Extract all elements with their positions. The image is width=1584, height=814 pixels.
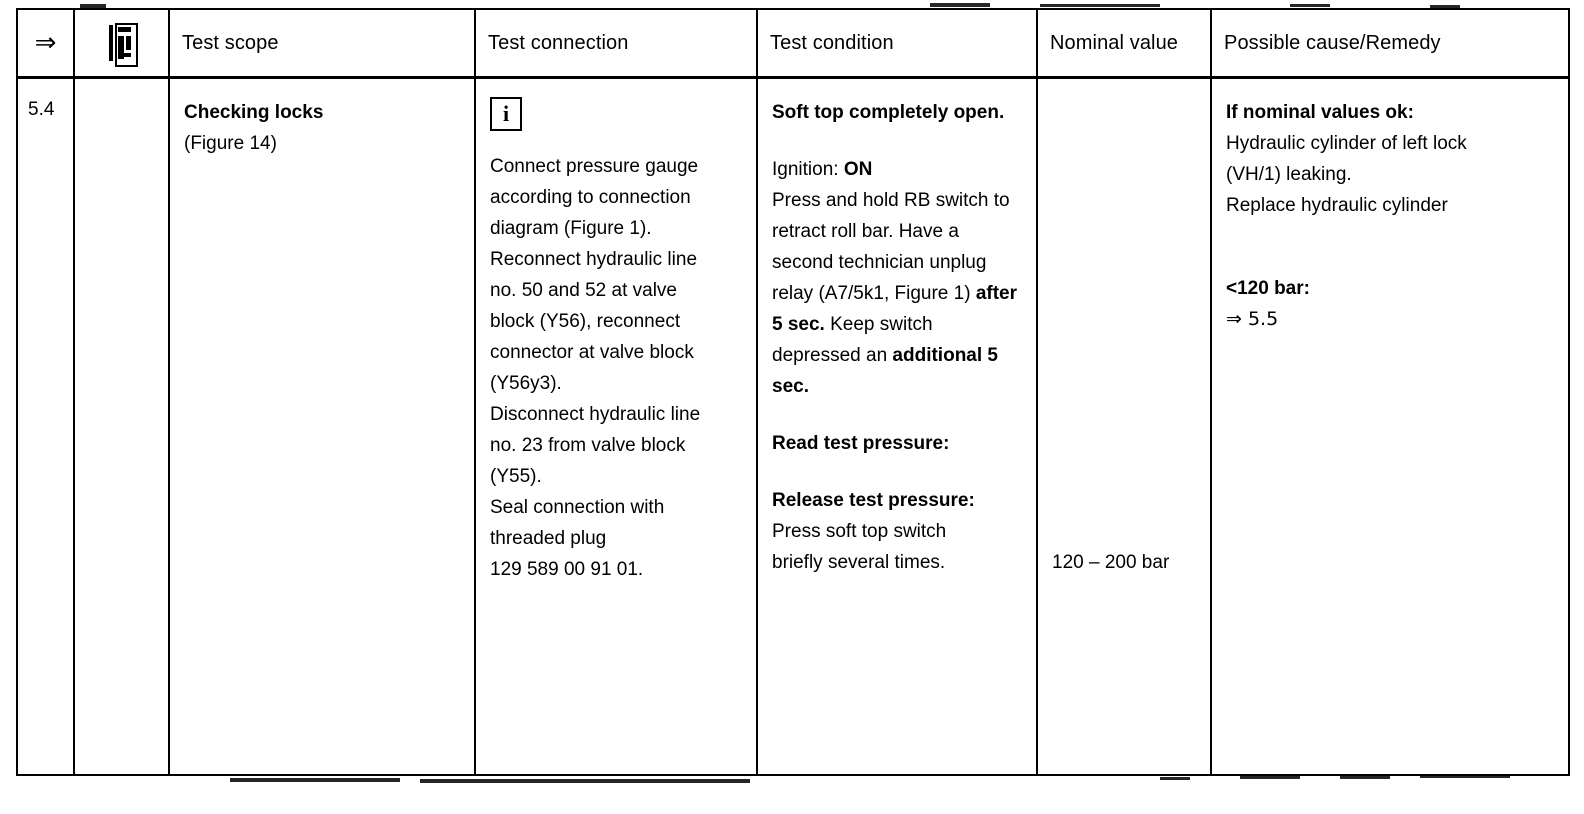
- release-test-pressure-label: Release test pressure:: [772, 490, 975, 511]
- test-connection-line: connector at valve block: [490, 342, 694, 363]
- scan-artifact: [1420, 775, 1510, 778]
- scan-artifact: [1240, 776, 1300, 779]
- release-instruction-line: briefly several times.: [772, 552, 946, 573]
- header-cell-test-condition: Test condition: [756, 8, 1038, 79]
- test-connection-line: no. 50 and 52 at valve: [490, 280, 677, 301]
- read-test-pressure-label: Read test pressure:: [772, 433, 950, 454]
- test-connection-line: according to connection: [490, 187, 691, 208]
- test-connection-line: Connect pressure gauge: [490, 156, 699, 177]
- remedy-step-reference: ⇒ 5.5: [1226, 308, 1279, 330]
- header-cell-tool: [73, 8, 170, 79]
- ignition-label: Ignition:: [772, 159, 839, 180]
- special-tool-icon: [108, 23, 138, 67]
- info-icon: i: [490, 97, 522, 131]
- scan-artifact: [1040, 4, 1160, 7]
- test-connection-line: threaded plug: [490, 528, 607, 549]
- test-connection-line: diagram (Figure 1).: [490, 218, 652, 239]
- tool-value: [75, 79, 168, 107]
- table-row: 5.4 Checking locks (Figure 14): [16, 76, 1570, 776]
- header-cell-step: ⇒: [16, 8, 75, 79]
- header-cell-test-scope: Test scope: [168, 8, 476, 79]
- test-connection-part-number: 129 589 00 91 01.: [490, 559, 644, 580]
- cell-test-condition: Soft top completely open. Ignition: ON P…: [756, 76, 1038, 776]
- nominal-value-text: 120 – 200 bar: [1052, 552, 1170, 573]
- scan-artifact: [1290, 4, 1330, 7]
- scan-artifact: [420, 779, 750, 783]
- ignition-value: ON: [843, 159, 873, 180]
- scan-artifact: [930, 3, 990, 7]
- header-label-test-condition: Test condition: [770, 32, 894, 54]
- remedy-ok-line: Hydraulic cylinder of left lock: [1226, 133, 1467, 154]
- procedure-bold-2: additional 5 sec.: [772, 345, 998, 397]
- test-condition-ignition: Ignition: ON: [772, 154, 1022, 185]
- test-connection-line: block (Y56), reconnect: [490, 311, 681, 332]
- remedy-ok-heading: If nominal values ok:: [1226, 102, 1414, 123]
- header-label-nominal-value: Nominal value: [1050, 32, 1179, 54]
- test-procedure-table: ⇒: [16, 8, 1570, 776]
- test-connection-line: no. 23 from valve block: [490, 435, 686, 456]
- cell-possible-cause: If nominal values ok: Hydraulic cylinder…: [1210, 76, 1570, 776]
- header-cell-test-connection: Test connection: [474, 8, 758, 79]
- scan-artifact: [1430, 5, 1460, 8]
- test-connection-line: Disconnect hydraulic line: [490, 404, 701, 425]
- cell-test-scope: Checking locks (Figure 14): [168, 76, 476, 776]
- header-cell-nominal-value: Nominal value: [1036, 8, 1212, 79]
- release-instruction-line: Press soft top switch: [772, 521, 947, 542]
- test-condition-procedure: Press and hold RB switch to retract roll…: [772, 185, 1022, 402]
- cell-test-connection: i Connect pressure gauge according to co…: [474, 76, 758, 776]
- cell-tool: [73, 76, 170, 776]
- procedure-text-1: Press and hold RB switch to retract roll…: [772, 190, 1010, 304]
- scan-artifact: [1160, 777, 1190, 780]
- header-label-test-connection: Test connection: [488, 32, 629, 54]
- test-connection-line: Reconnect hydraulic line: [490, 249, 698, 270]
- test-scope-figure-ref: (Figure 14): [184, 133, 277, 154]
- remedy-ok-line: Replace hydraulic cylinder: [1226, 195, 1448, 216]
- scan-artifact: [80, 4, 106, 8]
- test-connection-line: (Y56y3).: [490, 373, 562, 394]
- header-label-possible-cause: Possible cause/Remedy: [1224, 32, 1441, 54]
- remedy-fail-heading: <120 bar:: [1226, 278, 1310, 299]
- double-arrow-icon: ⇒: [34, 28, 57, 58]
- cell-step-number: 5.4: [16, 76, 75, 776]
- step-number-value: 5.4: [28, 99, 55, 120]
- procedure-bold-1: after 5 sec.: [772, 283, 1017, 335]
- header-label-test-scope: Test scope: [182, 32, 279, 54]
- test-condition-heading: Soft top completely open.: [772, 102, 1005, 123]
- test-scope-title: Checking locks: [184, 102, 324, 123]
- header-cell-possible-cause: Possible cause/Remedy: [1210, 8, 1570, 79]
- procedure-text-2: Keep switch depressed an: [772, 314, 933, 366]
- scan-artifact: [1340, 776, 1390, 779]
- cell-nominal-value: 120 – 200 bar: [1036, 76, 1212, 776]
- remedy-ok-line: (VH/1) leaking.: [1226, 164, 1352, 185]
- scan-artifact: [230, 778, 400, 782]
- table-header-row: ⇒: [16, 8, 1570, 79]
- test-connection-line: (Y55).: [490, 466, 542, 487]
- test-connection-line: Seal connection with: [490, 497, 665, 518]
